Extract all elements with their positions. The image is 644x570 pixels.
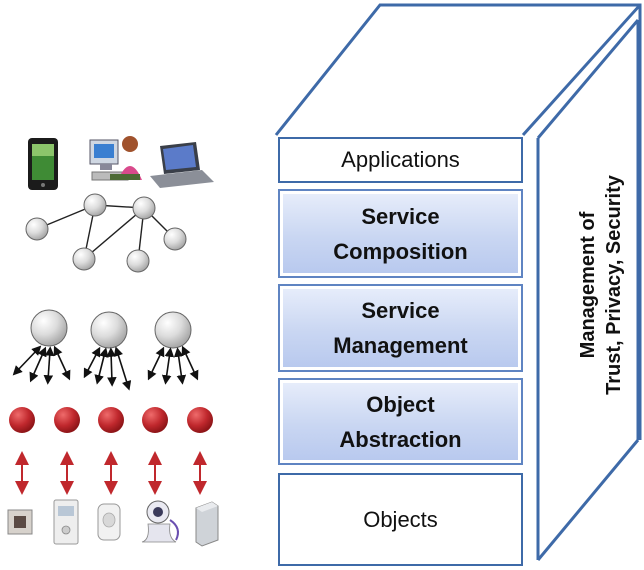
- object-node: [54, 407, 80, 433]
- layer-service-composition: Service Composition: [278, 189, 523, 278]
- layer-object-abstraction: Object Abstraction: [278, 378, 523, 465]
- box-top-back-edge: [274, 3, 642, 440]
- object-node: [142, 407, 168, 433]
- graph-node: [132, 196, 156, 220]
- manager-nodes: [12, 309, 199, 391]
- sensor-square-icon: [7, 509, 33, 535]
- graph-node: [83, 193, 107, 217]
- smartphone-icon: [28, 138, 58, 190]
- layer-service-management: Service Management: [278, 284, 523, 372]
- layer-label: Service Composition: [333, 203, 468, 264]
- layer-label: Object Abstraction: [339, 391, 462, 452]
- manager-node: [154, 311, 192, 349]
- laptop-icon: [150, 142, 214, 188]
- object-node: [9, 407, 35, 433]
- object-node: [187, 407, 213, 433]
- manager-node: [30, 309, 68, 347]
- object-link-arrows: [15, 451, 207, 495]
- side-panel-line1: Management of: [577, 211, 599, 359]
- box-top-right-edge: [521, 3, 642, 137]
- object-node: [98, 407, 124, 433]
- desktop-user-icon: [89, 136, 142, 181]
- layer-label: Objects: [363, 506, 438, 532]
- graph-node: [72, 247, 96, 271]
- node-graph: [25, 193, 187, 273]
- box-side-bottom-edge: [536, 439, 640, 561]
- server-box-icon: [195, 501, 219, 547]
- side-panel-text: Management of Trust, Privacy, Security: [575, 175, 627, 395]
- fanout-arrows: [12, 345, 199, 391]
- graph-node: [126, 249, 150, 273]
- box-side-top-edge: [536, 19, 640, 139]
- thermostat-icon: [53, 499, 79, 545]
- side-panel-line2: Trust, Privacy, Security: [603, 175, 625, 395]
- webcam-icon: [141, 500, 179, 543]
- motion-sensor-icon: [97, 503, 121, 541]
- layer-label: Service Management: [333, 298, 468, 358]
- graph-node: [163, 227, 187, 251]
- side-panel-management: Management of Trust, Privacy, Security: [565, 135, 637, 435]
- object-nodes: [9, 407, 213, 433]
- box-3d-outline: [274, 3, 642, 561]
- graph-edges: [36, 204, 176, 262]
- manager-node: [90, 311, 128, 349]
- layer-label: Applications: [341, 147, 460, 172]
- graph-node: [25, 217, 49, 241]
- layer-applications: Applications: [278, 137, 523, 183]
- layer-objects: Objects: [278, 473, 523, 566]
